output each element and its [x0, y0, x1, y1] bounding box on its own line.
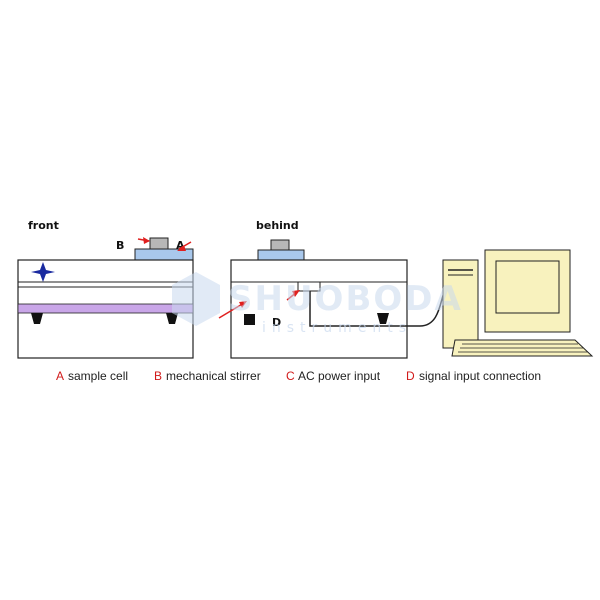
computer — [442, 249, 594, 357]
front-foot-right — [166, 313, 178, 324]
star-icon — [31, 262, 55, 282]
arrow-to-cell-head — [177, 245, 186, 251]
signal-connector — [244, 314, 255, 325]
arrow-to-stirrer-head — [143, 237, 150, 244]
front-view: front B A — [17, 219, 194, 359]
watermark-logo: SHUOBODA instruments — [172, 272, 463, 336]
callout-b: B — [116, 239, 124, 252]
behind-lid-cap — [270, 239, 290, 251]
front-purple-band — [17, 303, 194, 314]
watermark-cube-icon — [172, 272, 220, 326]
front-foot-left — [31, 313, 43, 324]
watermark-sub: instruments — [262, 320, 412, 336]
legend-item-c: C AC power input — [286, 369, 381, 383]
ac-power-connector — [297, 281, 321, 292]
behind-view: behind D — [218, 219, 446, 359]
front-view-label: front — [28, 219, 59, 232]
watermark-brand: SHUOBODA — [228, 279, 463, 319]
monitor-screen — [495, 260, 560, 314]
legend-letter-a: A — [56, 369, 64, 383]
legend-text-a: sample cell — [68, 369, 128, 383]
legend: A sample cell B mechanical stirrer C AC … — [56, 369, 541, 383]
behind-body — [230, 259, 408, 359]
arrow-to-behind-head — [239, 301, 247, 308]
legend-text-c: AC power input — [298, 369, 381, 383]
legend-letter-b: B — [154, 369, 162, 383]
legend-item-b: B mechanical stirrer — [154, 369, 261, 383]
behind-foot — [377, 313, 389, 324]
legend-text-b: mechanical stirrer — [166, 369, 261, 383]
callout-d: D — [272, 316, 281, 329]
arrow-to-behind — [218, 302, 245, 319]
legend-letter-c: C — [286, 369, 295, 383]
behind-view-label: behind — [256, 219, 299, 232]
callout-a: A — [176, 239, 185, 252]
legend-item-d: D signal input connection — [406, 369, 541, 383]
legend-text-d: signal input connection — [419, 369, 541, 383]
legend-item-a: A sample cell — [56, 369, 128, 383]
legend-letter-d: D — [406, 369, 415, 383]
arrow-to-ac-head — [292, 290, 300, 297]
behind-lid — [257, 249, 305, 261]
front-lid-cap — [149, 237, 169, 250]
